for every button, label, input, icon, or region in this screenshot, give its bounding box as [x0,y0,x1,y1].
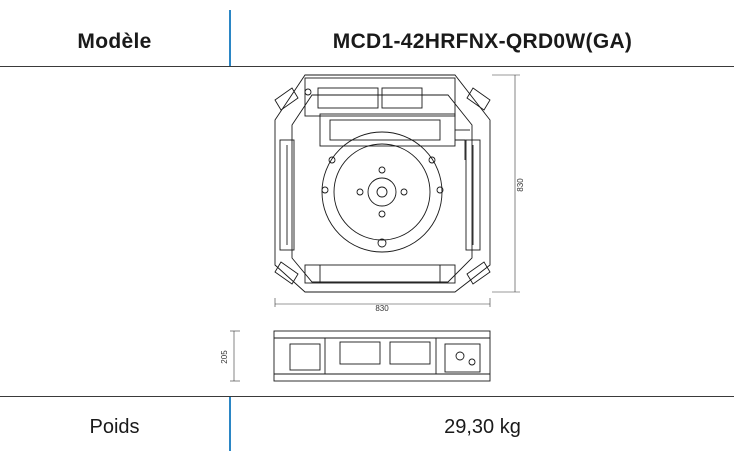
side-view-drawing [273,330,491,382]
unit-dimension-drawing: 830 830 205 [220,74,525,382]
header-column-divider [229,10,231,66]
side-height-dimension: 205 [220,350,229,364]
model-label: Modèle [77,30,152,53]
table-header-row: Modèle MCD1-42HRFNX-QRD0W(GA) [0,0,734,66]
model-value: MCD1-42HRFNX-QRD0W(GA) [332,30,633,53]
plan-depth-dimension: 830 [516,178,525,192]
plan-width-dimension: 830 [375,304,389,313]
footer-column-divider [229,397,231,451]
top-view-drawing [274,74,491,293]
weight-label: Poids [89,416,140,438]
dimension-lines [230,74,520,382]
header-rule [0,66,734,67]
weight-value: 29,30 kg [444,416,521,438]
footer-rule [0,396,734,397]
